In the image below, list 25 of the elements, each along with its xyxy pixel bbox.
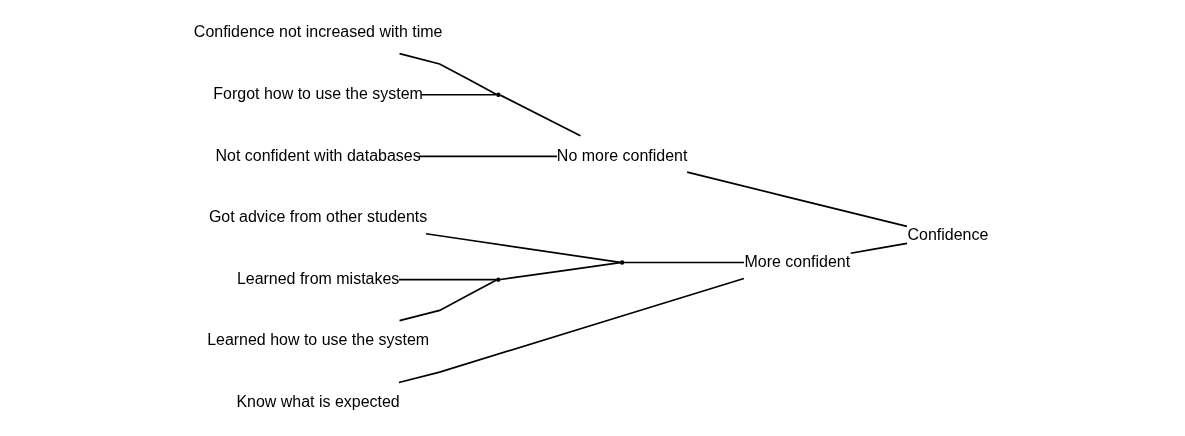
node-text: Forgot how to use the system — [213, 84, 423, 102]
connector — [398, 277, 745, 384]
node-text: Know what is expected — [236, 393, 400, 411]
node-text: Learned how to use the system — [207, 331, 430, 349]
node-text: Confidence not increased with time — [193, 23, 443, 41]
connector — [499, 261, 622, 281]
connector — [418, 155, 558, 158]
node-text: No more confident — [556, 146, 688, 164]
connector — [420, 93, 498, 96]
connector — [398, 278, 498, 281]
node-point — [619, 260, 625, 265]
node-text: Not confident with databases — [215, 146, 421, 164]
node-text: Got advice from other students — [208, 208, 428, 226]
connector — [499, 94, 582, 137]
node-point — [496, 92, 501, 97]
connector — [398, 52, 498, 96]
connector — [686, 171, 908, 228]
node-text: Confidence — [907, 226, 989, 244]
node-text: More confident — [744, 252, 851, 270]
connector — [623, 261, 745, 264]
connector — [425, 232, 622, 264]
connector — [849, 242, 908, 255]
connector — [398, 279, 498, 322]
node-point — [496, 277, 501, 282]
node-text: Learned from mistakes — [236, 269, 400, 287]
